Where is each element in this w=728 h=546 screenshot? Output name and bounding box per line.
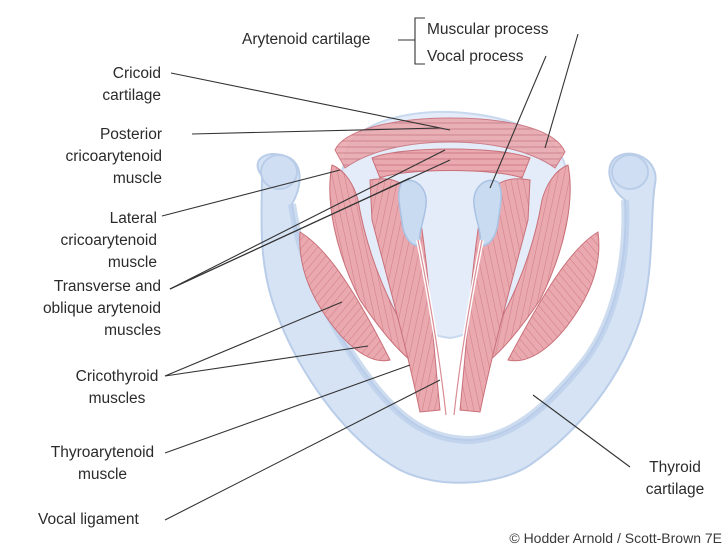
- label-pca-line3: muscle: [112, 170, 162, 187]
- label-posterior-cricoarytenoid: Posterior cricoarytenoid muscle: [66, 124, 163, 190]
- label-vocal-ligament: Vocal ligament: [38, 511, 139, 528]
- vocal-ligament-shape: [416, 239, 484, 416]
- label-lca-line1: Lateral: [109, 210, 157, 227]
- label-cricoid-line2: cartilage: [102, 87, 161, 104]
- label-ct-line1: Cricothyroid: [75, 368, 159, 385]
- leader-lines: [161, 17, 631, 521]
- label-thyroarytenoid: Thyroarytenoid muscle: [40, 442, 165, 486]
- label-tao-line3: muscles: [104, 322, 161, 339]
- label-cricoid-cartilage: Cricoid cartilage: [102, 63, 161, 107]
- label-cricothyroid: Cricothyroid muscles: [59, 366, 175, 410]
- arytenoid-muscles-shape: [371, 148, 531, 179]
- arytenoid-cartilage-shape: [398, 179, 502, 247]
- label-cricoid-line1: Cricoid: [112, 65, 161, 82]
- label-transverse-oblique-arytenoid: Transverse and oblique arytenoid muscles: [43, 276, 161, 342]
- copyright-notice: © Hodder Arnold / Scott-Brown 7E: [509, 530, 722, 546]
- label-tao-line2: oblique arytenoid: [42, 300, 161, 317]
- label-thyroid-line2: cartilage: [645, 481, 705, 498]
- label-thyroid-line1: Thyroid: [649, 459, 701, 476]
- label-ct-line2: muscles: [88, 390, 146, 407]
- label-lateral-cricoarytenoid: Lateral cricoarytenoid muscle: [61, 208, 158, 274]
- label-thyroar-line2: muscle: [77, 466, 128, 483]
- label-pca-line2: cricoarytenoid: [65, 148, 163, 165]
- label-arytenoid-cartilage: Arytenoid cartilage: [242, 31, 371, 48]
- cricothyroid-muscles-shape: [299, 231, 600, 362]
- label-thyroar-line1: Thyroarytenoid: [50, 444, 155, 461]
- label-thyroid-cartilage: Thyroid cartilage: [630, 457, 720, 501]
- label-tao-line1: Transverse and: [53, 278, 161, 295]
- thyroarytenoid-shape: [369, 178, 531, 413]
- label-lca-line2: cricoarytenoid: [60, 232, 158, 249]
- label-muscular-process: Muscular process: [427, 21, 549, 38]
- label-lca-line3: muscle: [107, 254, 157, 271]
- label-vocal-process: Vocal process: [427, 48, 524, 65]
- label-pca-line1: Posterior: [99, 126, 162, 143]
